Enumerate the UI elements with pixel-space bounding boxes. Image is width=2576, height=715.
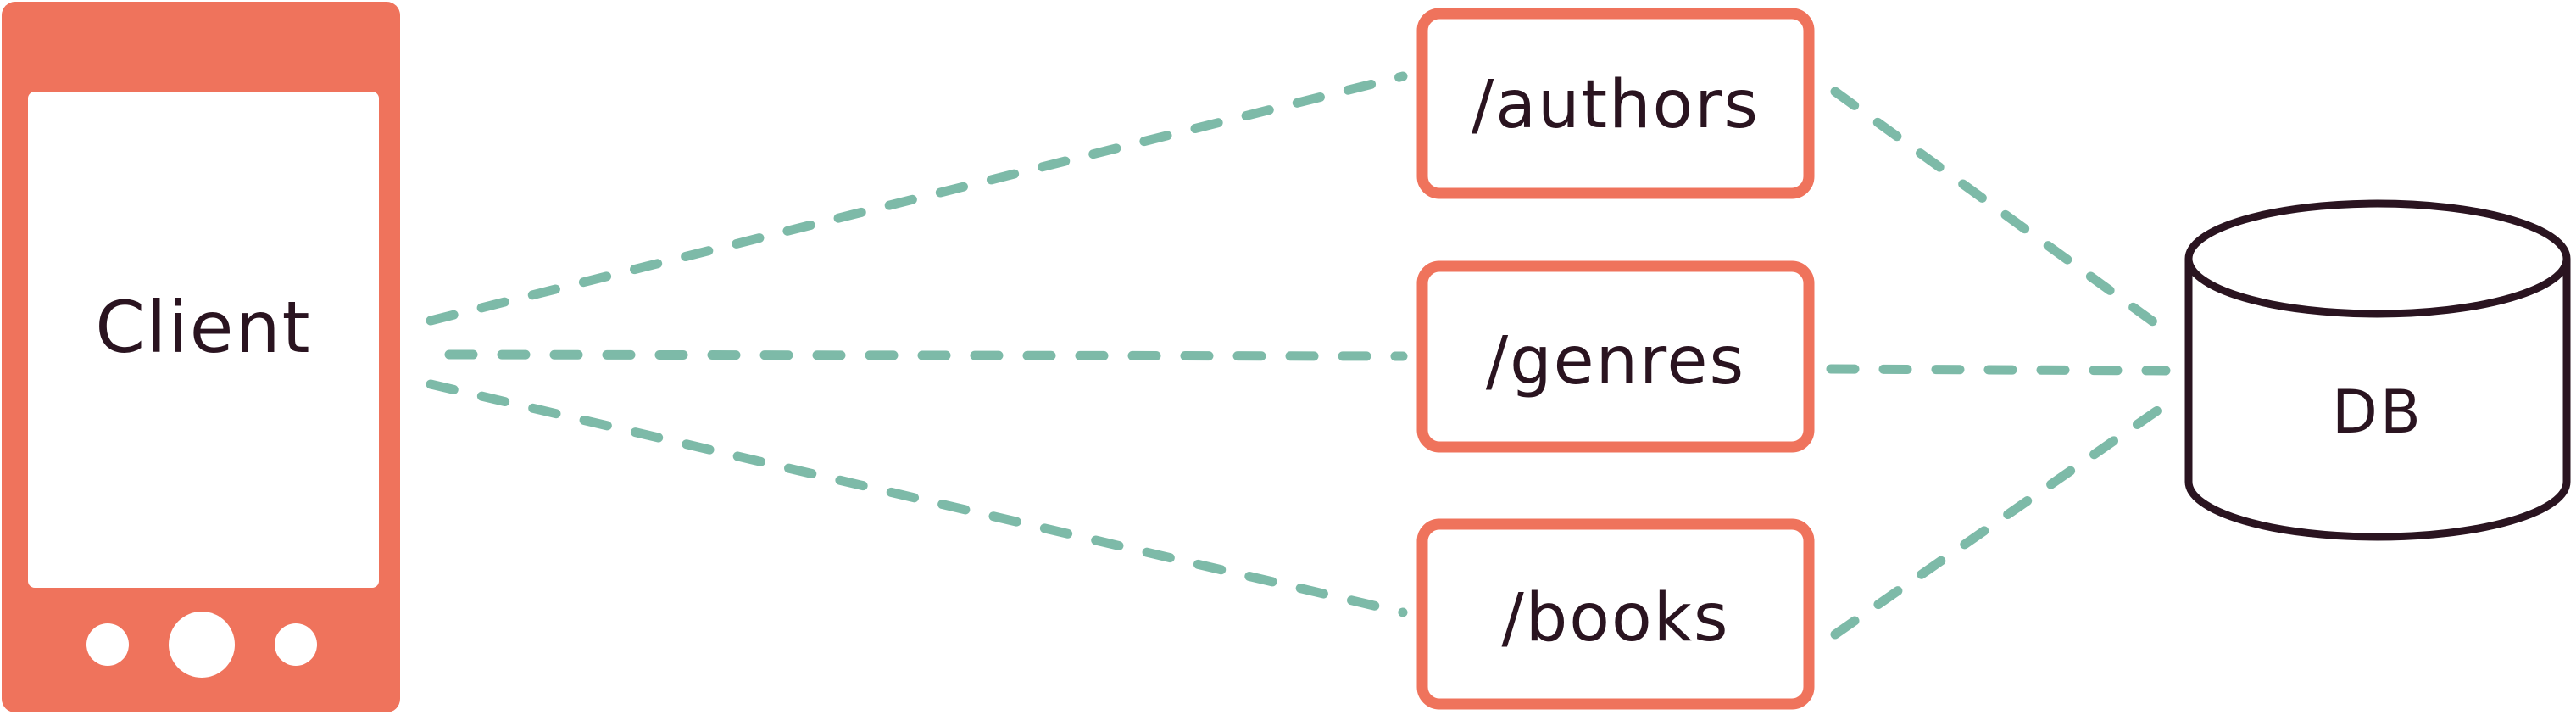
client-to-endpoint-connectors <box>426 71 1408 617</box>
db-label: DB <box>2332 377 2423 447</box>
client-phone: Client <box>2 2 400 712</box>
endpoint-genres-box <box>1416 260 1815 453</box>
connector-genres-db <box>1826 364 2171 376</box>
endpoint-books-box <box>1416 518 1815 710</box>
connector-authors-db <box>1830 87 2165 332</box>
endpoint-books: /books <box>1416 518 1815 710</box>
client-label: Client <box>95 286 311 369</box>
endpoint-genres-label: /genres <box>1486 323 1745 399</box>
connector-client-authors <box>426 71 1408 326</box>
endpoint-genres: /genres <box>1416 260 1815 453</box>
endpoint-authors-box <box>1416 8 1815 199</box>
phone-screen <box>28 92 379 588</box>
phone-left-button-icon <box>86 623 129 666</box>
database-cylinder-icon: DB <box>2184 199 2571 541</box>
endpoint-authors-label: /authors <box>1472 67 1760 143</box>
connector-books-db <box>1830 404 2165 640</box>
phone-home-button-icon <box>169 612 235 678</box>
endpoint-authors: /authors <box>1416 8 1815 199</box>
db-body <box>2184 259 2571 541</box>
endpoint-books-label: /books <box>1501 580 1729 656</box>
phone-right-button-icon <box>275 623 317 666</box>
connector-client-genres <box>444 349 1408 361</box>
db-top <box>2184 199 2571 318</box>
connector-client-books <box>426 379 1408 617</box>
endpoint-to-database-connectors <box>1826 87 2171 640</box>
